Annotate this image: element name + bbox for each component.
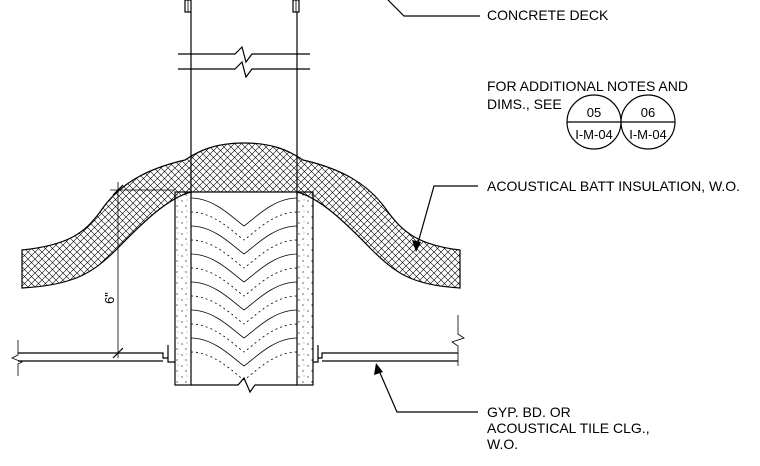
see-note-line1: FOR ADDITIONAL NOTES AND [487, 78, 688, 94]
ceiling-leader [374, 363, 478, 413]
acoustical-batt-leader [412, 185, 478, 252]
concrete-deck-note: CONCRETE DECK [487, 7, 609, 23]
detail-tag-sheet: I-M-04 [575, 127, 613, 142]
lower-break-line [191, 376, 297, 394]
batt-insulation [191, 197, 297, 381]
ceiling-note-line2: ACOUSTICAL TILE CLG., [487, 420, 650, 436]
detail-tag-05[interactable]: 05 I-M-04 [566, 94, 622, 150]
insulation-blanket [21, 142, 461, 289]
ceiling-right [313, 315, 465, 366]
ceiling-note-line1: GYP. BD. OR [487, 404, 571, 420]
ceiling-note-line3: W.O. [487, 436, 518, 452]
see-note-line2: DIMS., SEE [487, 96, 562, 112]
detail-tag-number: 06 [641, 105, 655, 120]
acoustical-batt-note: ACOUSTICAL BATT INSULATION, W.O. [487, 178, 740, 194]
ceiling-left [11, 340, 175, 376]
upper-break-line [178, 45, 310, 79]
left-jamb [174, 191, 192, 386]
dimension-label: 6" [102, 292, 117, 304]
deck-anchors [184, 0, 300, 13]
concrete-deck-leader [387, 0, 480, 17]
right-jamb [296, 191, 314, 386]
dimension-6in: 6" [102, 182, 175, 359]
detail-tag-sheet: I-M-04 [629, 127, 667, 142]
detail-tag-06[interactable]: 06 I-M-04 [620, 94, 676, 150]
detail-tag-number: 05 [587, 105, 601, 120]
